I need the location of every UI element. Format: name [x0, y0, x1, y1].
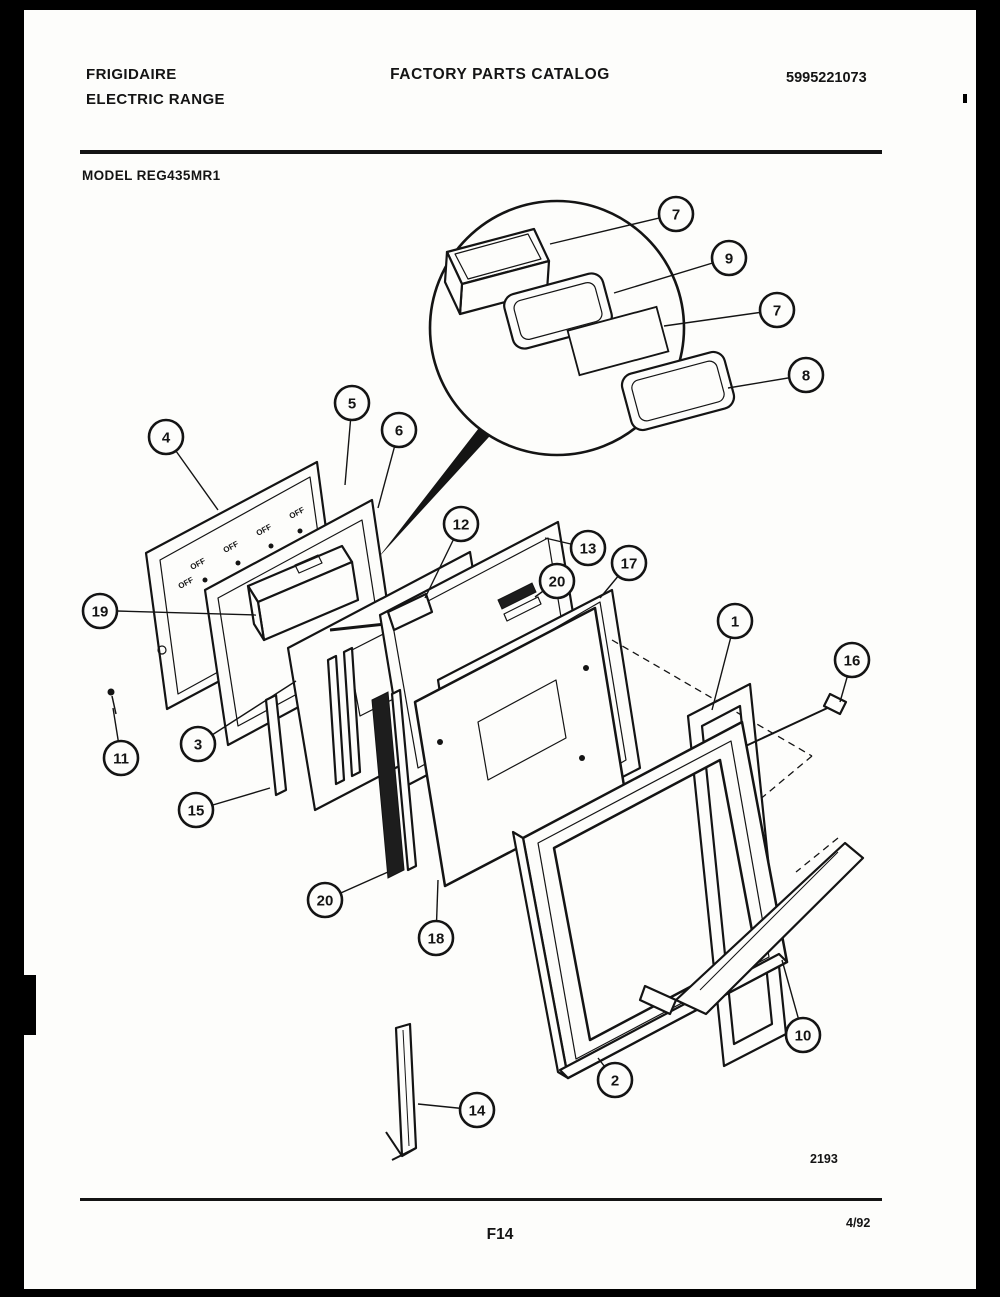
- callout-label: 10: [795, 1028, 812, 1045]
- part-12-bracket: [386, 592, 434, 632]
- callout-label: 7: [773, 303, 781, 320]
- callout-4: 4: [147, 418, 185, 456]
- brand-block: FRIGIDAIRE ELECTRIC RANGE: [86, 62, 225, 112]
- callout-10: 10: [784, 1016, 822, 1054]
- part-7-glass-sheet: [566, 305, 670, 377]
- callout-label: 9: [725, 251, 733, 268]
- callout-label: 3: [194, 737, 202, 754]
- callout-label: 6: [395, 423, 403, 440]
- part-11-screw: [107, 688, 117, 715]
- callout-17: 17: [610, 544, 648, 582]
- header-rule: [80, 150, 882, 154]
- callout-9: 9: [710, 239, 748, 277]
- callout-8: 8: [787, 356, 825, 394]
- callout-11: 11: [102, 739, 140, 777]
- callout-20-top: 20: [538, 562, 576, 600]
- callout-7-glass: 7: [758, 291, 796, 329]
- callout-20-side: 20: [306, 881, 344, 919]
- scan-artifact: [963, 94, 967, 103]
- callout-16: 16: [833, 641, 871, 679]
- catalog-page: FRIGIDAIRE ELECTRIC RANGE FACTORY PARTS …: [24, 10, 976, 1289]
- part-19-control-housing: [246, 544, 360, 642]
- callout-label: 4: [162, 430, 171, 447]
- exploded-parts-diagram: OFF OFF OFF OFF OFF: [24, 94, 967, 1161]
- callout-7-box: 7: [657, 195, 695, 233]
- revision-date: 4/92: [846, 1216, 871, 1230]
- part-8-retainer-frame: [620, 350, 736, 432]
- callout-label: 11: [113, 751, 129, 768]
- callout-label: 17: [621, 556, 638, 573]
- callout-label: 1: [731, 614, 739, 631]
- callout-label: 2: [611, 1073, 619, 1090]
- part-20-gasket-side: [371, 688, 418, 879]
- callout-12: 12: [442, 505, 480, 543]
- callout-6: 6: [380, 411, 418, 449]
- callout-label: 19: [92, 604, 109, 621]
- callout-label: 12: [453, 517, 470, 534]
- callout-label: 16: [844, 653, 861, 670]
- callout-label: 20: [317, 893, 334, 910]
- document-number: 5995221073: [786, 70, 867, 86]
- callout-label: 14: [469, 1103, 486, 1120]
- callout-1: 1: [716, 602, 754, 640]
- callout-2: 2: [596, 1061, 634, 1099]
- part-14-hinge-bracket: [385, 1022, 418, 1161]
- scan-artifact: [24, 975, 36, 1035]
- page-code: F14: [486, 1226, 514, 1243]
- callout-5: 5: [333, 384, 371, 422]
- brand-name: FRIGIDAIRE: [86, 66, 177, 83]
- callout-label: 15: [188, 803, 205, 820]
- hinge-strips: [326, 646, 362, 786]
- callout-14: 14: [458, 1091, 496, 1129]
- callout-13: 13: [569, 529, 607, 567]
- callout-18: 18: [417, 919, 455, 957]
- callout-label: 18: [428, 931, 445, 948]
- model-number: MODEL REG435MR1: [82, 168, 221, 183]
- magnifier-wedge: [378, 414, 510, 558]
- part-10-lower-trim: [638, 841, 865, 1016]
- detail-circle: [378, 199, 736, 558]
- callout-label: 20: [549, 574, 566, 591]
- brand-product-line: ELECTRIC RANGE: [86, 91, 225, 108]
- part-20-gasket-top: [497, 582, 542, 622]
- callout-label: 7: [672, 207, 680, 224]
- callout-3: 3: [179, 725, 217, 763]
- footer-rule: [80, 1198, 882, 1201]
- part-7-insulation-box: [443, 227, 551, 316]
- callout-label: 13: [580, 541, 597, 558]
- callout-label: 5: [348, 396, 356, 413]
- callout-label: 8: [802, 368, 810, 385]
- callout-19: 19: [81, 592, 119, 630]
- callout-15: 15: [177, 791, 215, 829]
- catalog-title: FACTORY PARTS CATALOG: [390, 66, 610, 83]
- figure-code: 2193: [810, 1152, 838, 1166]
